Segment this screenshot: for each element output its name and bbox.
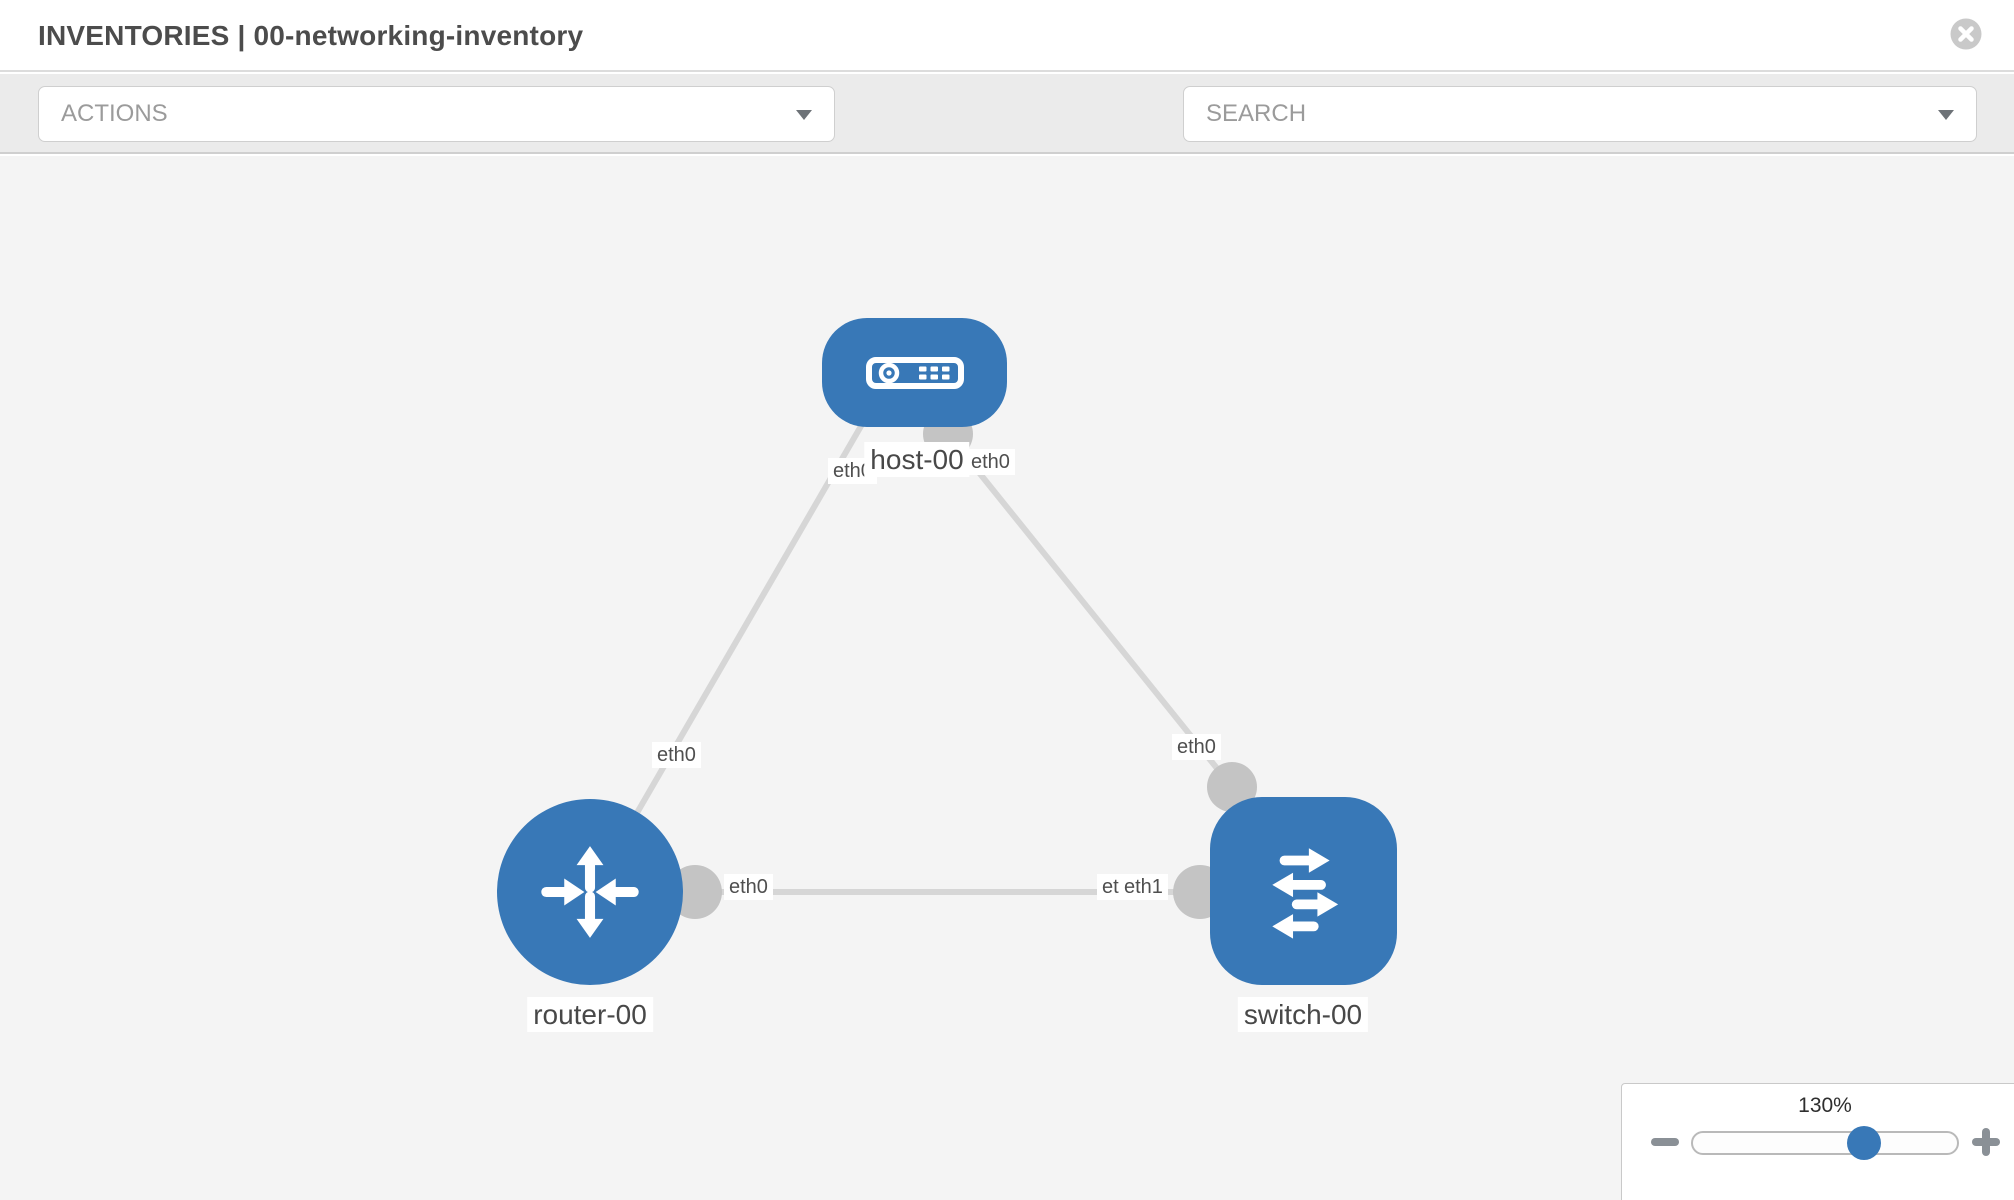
chevron-down-icon	[1938, 110, 1954, 120]
interface-label: eth0	[724, 874, 773, 900]
interface-label: eth0	[652, 742, 701, 768]
zoom-in-button[interactable]	[1972, 1128, 2000, 1156]
node-label-host-00: host-00	[864, 442, 970, 477]
search-placeholder: SEARCH	[1206, 100, 1307, 127]
toolbar: ACTIONS SEARCH	[0, 74, 2014, 207]
page-title: INVENTORIES | 00-networking-inventory	[38, 20, 584, 51]
interface-label: eth1	[1119, 874, 1168, 900]
node-label-router-00: router-00	[527, 997, 653, 1032]
link-host-switch[interactable]	[945, 432, 1235, 789]
zoom-level-value: 130%	[1798, 1094, 1852, 1117]
interface-label: eth0	[1172, 734, 1221, 760]
close-icon[interactable]	[1950, 18, 1982, 50]
links-layer	[587, 409, 1257, 919]
actions-dropdown-label: ACTIONS	[61, 100, 168, 127]
node-label-switch-00: switch-00	[1237, 997, 1369, 1032]
zoom-control-panel: 130%	[1621, 1083, 2014, 1200]
node-host-00[interactable]	[822, 318, 1007, 427]
zoom-slider-track[interactable]	[1691, 1131, 1959, 1155]
zoom-slider-thumb[interactable]	[1847, 1126, 1881, 1160]
zoom-out-button[interactable]	[1651, 1138, 1679, 1146]
node-router-00[interactable]	[497, 799, 683, 985]
chevron-down-icon	[796, 110, 812, 120]
switch-arrows-icon	[1271, 848, 1338, 939]
actions-dropdown[interactable]: ACTIONS	[38, 86, 835, 142]
header-bar: INVENTORIES | 00-networking-inventory	[0, 0, 2014, 72]
server-icon	[865, 356, 964, 389]
router-arrows-icon	[541, 846, 639, 938]
interface-label: eth0	[966, 449, 1015, 475]
topology-canvas[interactable]: eth0 eth0 eth0 eth0 eth0 eth0 eth1 host-…	[0, 156, 2014, 1200]
node-switch-00[interactable]	[1210, 797, 1397, 985]
search-dropdown[interactable]: SEARCH	[1183, 86, 1977, 142]
